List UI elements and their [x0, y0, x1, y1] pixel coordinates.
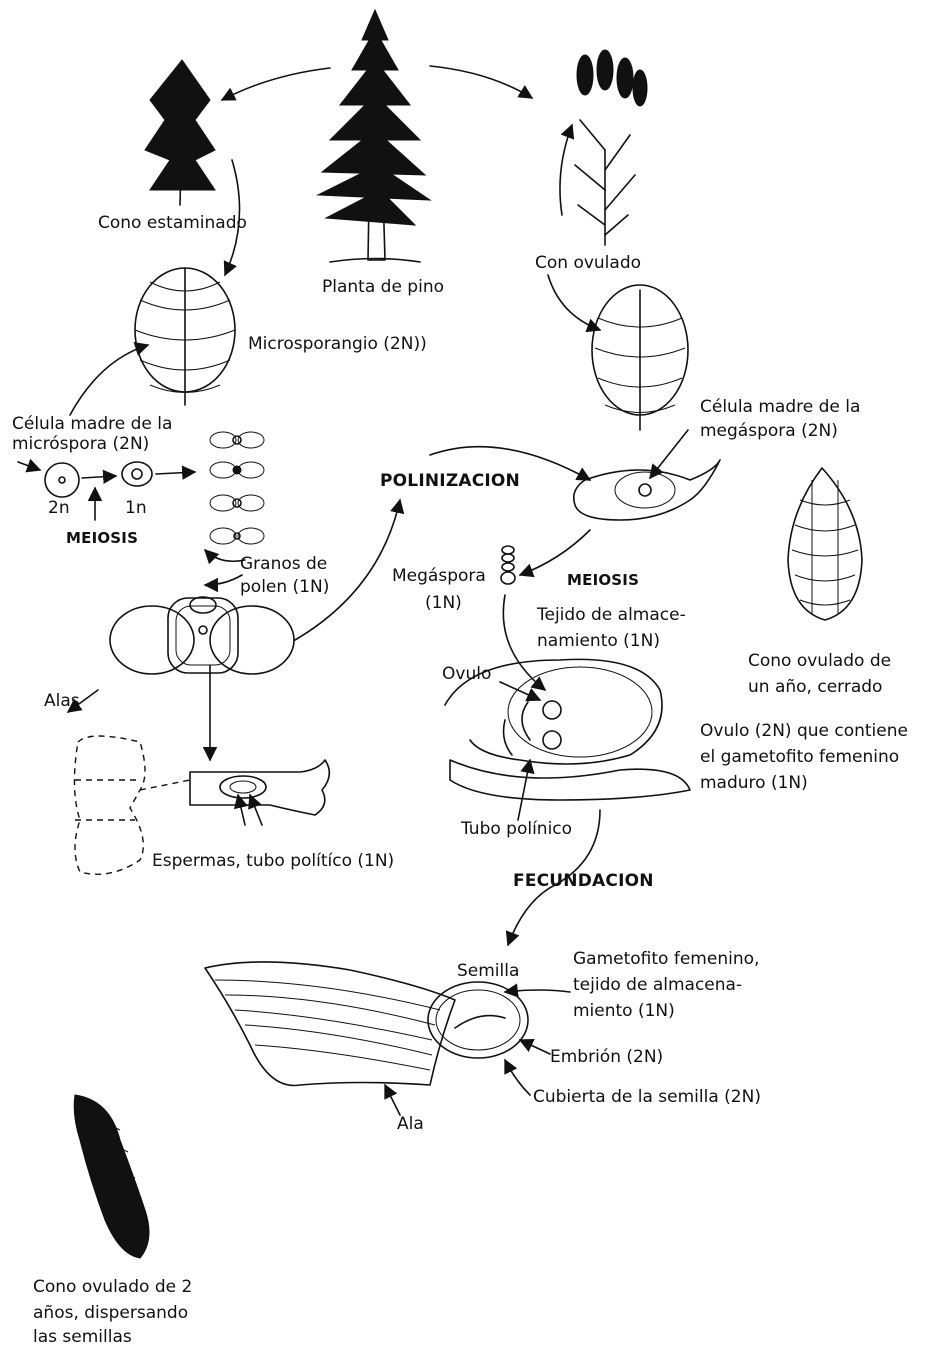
one-year-ovulate-cone	[788, 468, 862, 620]
pollen-grain-detail	[110, 597, 294, 674]
label-microsporangio: Microsporangio (2N))	[248, 333, 427, 355]
pine-tree-illustration	[318, 10, 430, 262]
label-planta-pino: Planta de pino	[322, 276, 444, 298]
label-semilla: Semilla	[457, 960, 519, 982]
label-celula-madre-micro-2: micróspora (2N)	[12, 433, 149, 455]
megaspore-tetrad	[501, 546, 515, 584]
label-ala: Ala	[397, 1113, 424, 1135]
label-ovulo-2n-2: el gametofito femenino	[700, 746, 899, 768]
label-ovulo-2n-3: maduro (1N)	[700, 772, 808, 794]
label-celula-madre-micro-1: Célula madre de la	[12, 413, 172, 435]
label-meiosis-right: MEIOSIS	[567, 569, 639, 591]
label-ovulo: Ovulo	[442, 663, 491, 685]
label-tejido-2: namiento (1N)	[537, 630, 660, 652]
label-embrion: Embrión (2N)	[550, 1046, 663, 1068]
label-ovulo-2n-1: Ovulo (2N) que contiene	[700, 720, 908, 742]
label-2n: 2n	[48, 497, 70, 519]
label-gametofito-3: miento (1N)	[573, 1000, 675, 1022]
label-tubo-polinico: Tubo polínico	[461, 818, 572, 840]
ovule-megaspore-mother-cell	[574, 430, 720, 520]
label-granos-2: polen (1N)	[240, 576, 329, 598]
ovulate-cone-branch	[575, 50, 647, 245]
label-con-ovulado: Con ovulado	[535, 252, 641, 274]
label-cono-2-anos-2: años, dispersando	[33, 1302, 188, 1324]
label-tejido-1: Tejido de almace-	[537, 604, 686, 626]
label-cono-2-anos-3: las semillas	[33, 1326, 132, 1348]
label-megaspora-2: (1N)	[425, 592, 462, 614]
label-megaspora-1: Megáspora	[392, 565, 486, 587]
two-year-ovulate-cone	[74, 1095, 149, 1258]
label-polinizacion: POLINIZACION	[380, 470, 520, 492]
label-cono-2-anos-1: Cono ovulado de 2	[33, 1276, 192, 1298]
label-gametofito-1: Gametofito femenino,	[573, 948, 759, 970]
label-alas: Alas	[44, 690, 80, 712]
microsporangium-cone	[135, 268, 235, 405]
label-granos-1: Granos de	[240, 553, 327, 575]
staminate-cone-branch	[145, 60, 215, 205]
label-meiosis-left: MEIOSIS	[66, 527, 138, 549]
label-cubierta: Cubierta de la semilla (2N)	[533, 1086, 761, 1108]
label-gametofito-2: tejido de almacena-	[573, 974, 742, 996]
label-celula-madre-mega-1: Célula madre de la	[700, 396, 860, 418]
label-cono-un-ano-2: un año, cerrado	[748, 676, 882, 698]
ovulate-cone-section	[592, 285, 688, 430]
label-espermas: Espermas, tubo polítíco (1N)	[152, 850, 394, 872]
label-1n: 1n	[125, 497, 147, 519]
label-cono-estaminado: Cono estaminado	[98, 212, 247, 234]
label-celula-madre-mega-2: megáspora (2N)	[700, 420, 838, 442]
label-fecundacion: FECUNDACION	[513, 870, 654, 892]
pollen-grain-stack	[210, 432, 264, 544]
label-cono-un-ano-1: Cono ovulado de	[748, 650, 891, 672]
